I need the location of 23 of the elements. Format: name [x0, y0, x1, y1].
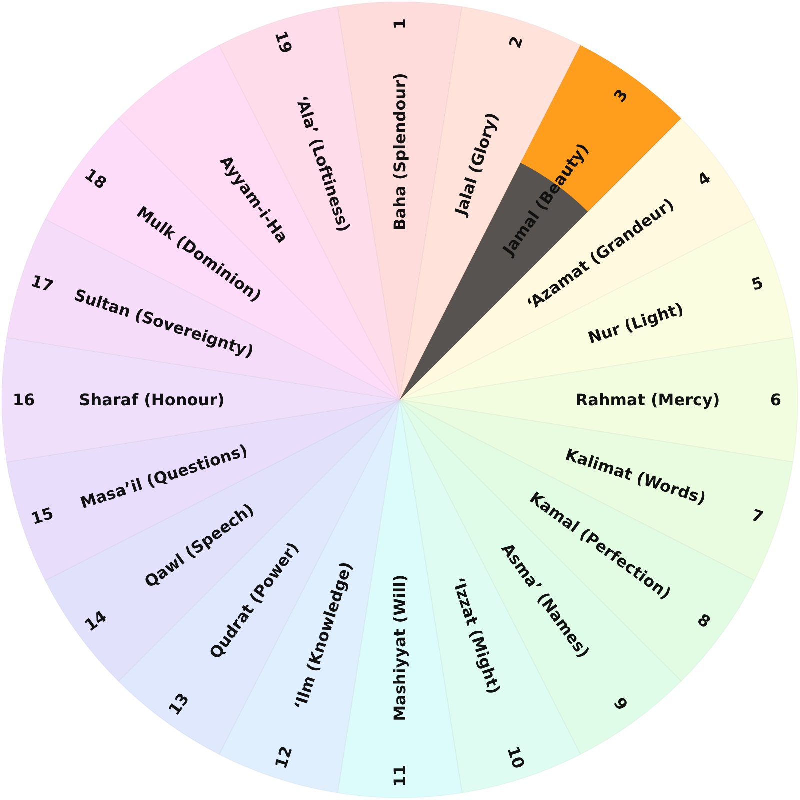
segment-number: 8: [694, 610, 714, 632]
segment-number: 9: [610, 694, 632, 714]
segment-number: 10: [504, 744, 529, 772]
segment-number: 1: [390, 18, 410, 30]
segment-number: 19: [271, 28, 296, 56]
segment-number: 3: [610, 86, 632, 106]
segment-number: 11: [390, 764, 410, 788]
segment-number: 6: [770, 390, 782, 410]
segment-label: Baha (Splendour): [390, 73, 410, 231]
segment-number: 14: [81, 606, 110, 636]
segment-label: Sharaf (Honour): [79, 390, 225, 410]
segment-number: 13: [164, 690, 194, 719]
segment-number: 2: [505, 34, 527, 51]
segment-number: 12: [271, 744, 296, 772]
segment-number: 15: [28, 504, 56, 529]
segment-number: 17: [28, 271, 56, 296]
segment-number: 7: [749, 505, 766, 527]
segment-number: 16: [12, 390, 36, 410]
segment-number: 4: [694, 168, 714, 190]
segment-label: Rahmat (Mercy): [576, 390, 720, 410]
segment-number: 18: [81, 164, 110, 194]
segment-number: 5: [749, 273, 766, 295]
segment-label: Mashiyyat (Will): [390, 574, 410, 722]
